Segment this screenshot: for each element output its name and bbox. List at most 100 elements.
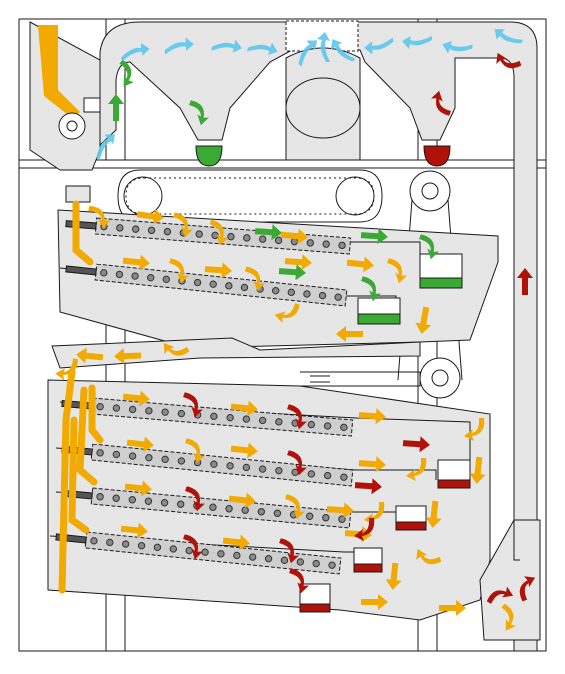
roller-ball [145, 453, 153, 462]
frame-border [18, 18, 547, 652]
roller-ball [112, 404, 121, 412]
right-hopper-bin [423, 145, 451, 167]
roller-ball [240, 283, 249, 292]
flow-arrow-shape [361, 276, 381, 302]
flow-arrow-shape [108, 94, 124, 121]
flow-arrow-shape [76, 347, 104, 364]
flow-arrow-icon [122, 254, 150, 271]
flow-arrow-shape [136, 208, 164, 225]
air-arrow-icon [494, 29, 524, 44]
flow-arrow-icon [279, 538, 299, 564]
flow-arrow-shape [228, 492, 256, 509]
air-arrow-shape [164, 37, 194, 55]
roller-ball [241, 506, 249, 514]
flow-arrow-icon [501, 603, 516, 631]
flow-arrow-icon [517, 268, 533, 295]
flow-arrow-shape [163, 342, 190, 356]
roller-ball [227, 232, 235, 241]
flow-arrow-icon [289, 568, 309, 594]
flow-arrow-icon [183, 392, 203, 418]
flow-arrow-shape [354, 478, 382, 495]
roller-ball [145, 407, 153, 415]
roller-ball [115, 270, 124, 279]
conveyor-belt [117, 169, 383, 223]
flow-arrow-shape [254, 224, 282, 241]
flow-arrow-icon [419, 234, 439, 260]
roller-ball [305, 512, 314, 520]
flow-arrow-icon [278, 264, 306, 281]
roller-ball [273, 509, 282, 517]
flow-arrow-icon [204, 262, 232, 279]
flow-arrow-icon [209, 219, 229, 246]
roller-ball [209, 503, 217, 511]
flow-arrow-shape [230, 400, 258, 417]
fan-hub [66, 120, 78, 132]
flow-arrow-icon [88, 206, 111, 229]
upper-bin-2-fill [357, 313, 401, 325]
flow-arrow-icon [385, 562, 402, 590]
roller-ball [177, 409, 186, 418]
flow-arrow-icon [185, 486, 205, 512]
roller-ball [100, 269, 108, 277]
flow-arrow-shape [122, 390, 150, 407]
air-arrows [96, 29, 524, 161]
flow-arrow-shape [244, 266, 266, 292]
roller-ball [280, 556, 289, 565]
return-stream-branch [88, 384, 104, 444]
flow-arrow-shape [469, 456, 486, 484]
flow-arrow-icon [230, 442, 258, 459]
flow-arrow-shape [287, 404, 307, 430]
flow-arrow-shape [55, 358, 78, 381]
roller-ball [338, 241, 346, 250]
flow-arrow-shape [120, 522, 148, 539]
air-arrow-icon [164, 37, 194, 55]
air-arrow-shape [402, 36, 432, 49]
return-stream-branch [68, 416, 90, 534]
flow-arrow-icon [163, 342, 190, 356]
flow-arrow-shape [279, 538, 299, 564]
roller-ball [258, 235, 267, 243]
flow-arrow-shape [358, 456, 386, 473]
upper-bins [357, 253, 463, 325]
roller-ball [322, 514, 330, 522]
flow-arrow-shape [280, 228, 308, 245]
roller-ball [290, 237, 299, 246]
roller-ball [296, 558, 305, 566]
air-arrow-shape [364, 37, 394, 55]
air-arrow-icon [442, 40, 473, 54]
roller-ball [264, 554, 273, 563]
roller-ball [137, 541, 146, 550]
flow-arrow-icon [122, 390, 150, 407]
air-arrow-shape [317, 32, 330, 62]
roller-ball [225, 505, 233, 513]
right-hopper [423, 145, 451, 167]
air-arrow-shape [96, 134, 116, 161]
flow-arrow-shape [209, 219, 229, 246]
flow-arrow-shape [364, 502, 385, 525]
flow-arrow-icon [244, 266, 266, 292]
flow-arrow-shape [183, 534, 203, 560]
flow-arrow-icon [354, 478, 382, 495]
flow-arrow-shape [415, 306, 432, 334]
feed-stream-down [72, 200, 94, 266]
flow-arrow-icon [287, 404, 307, 430]
roller-ball [96, 402, 104, 411]
flow-arrow-icon [280, 228, 308, 245]
roller-ball [185, 546, 193, 555]
conveyor-chain [125, 177, 375, 215]
flow-arrow-icon [415, 306, 432, 334]
air-arrow-icon [364, 37, 394, 55]
roller-ball [193, 278, 202, 287]
flow-arrow-icon [230, 400, 258, 417]
conveyor-pulley [123, 176, 163, 216]
roller-ball [303, 290, 311, 298]
air-arrow-shape [494, 29, 524, 44]
roller-ball [210, 460, 218, 468]
roller-ball [323, 422, 332, 430]
flow-arrow-shape [361, 594, 388, 610]
roller-ball [128, 496, 137, 504]
flow-arrow-icon [387, 258, 407, 284]
roller-ball [307, 470, 316, 478]
roller-ball [144, 497, 153, 505]
drive-rod [310, 375, 330, 383]
